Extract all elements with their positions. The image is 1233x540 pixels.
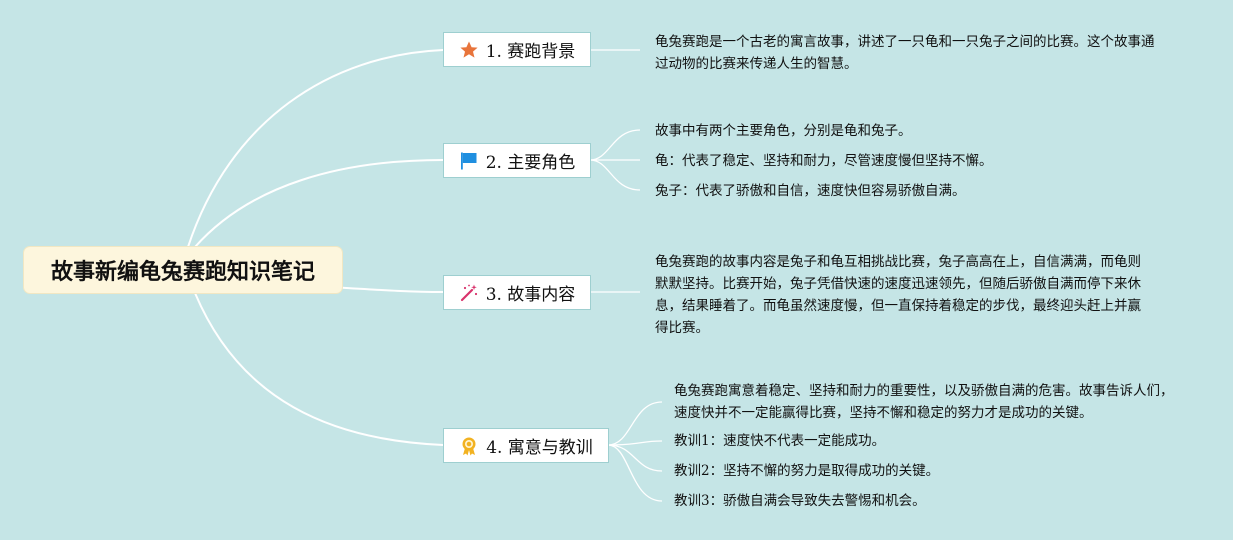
note-lesson-1: 教训1：速度快不代表一定能成功。: [674, 433, 886, 449]
topic-label: 1. 赛跑背景: [485, 42, 576, 62]
topic-label: 4. 寓意与教训: [486, 438, 593, 458]
flag-icon: [459, 151, 479, 171]
topic-characters[interactable]: 2. 主要角色: [443, 143, 591, 178]
note-characters-2: 龟：代表了稳定、坚持和耐力，尽管速度慢但坚持不懈。: [655, 153, 993, 169]
note-lesson-3: 教训3：骄傲自满会导致失去警惕和机会。: [674, 493, 926, 509]
note-characters-3: 兔子：代表了骄傲和自信，速度快但容易骄傲自满。: [655, 183, 966, 199]
magic-wand-icon: [459, 283, 479, 303]
topic-label: 3. 故事内容: [485, 285, 576, 305]
award-medal-icon: [459, 436, 479, 456]
central-topic-label: 故事新编龟兔赛跑知识笔记: [50, 260, 315, 285]
note-lesson-2: 教训2：坚持不懈的努力是取得成功的关键。: [674, 463, 940, 479]
topic-moral-lessons[interactable]: 4. 寓意与教训: [443, 428, 609, 463]
note-characters-1: 故事中有两个主要角色，分别是龟和兔子。: [655, 123, 912, 139]
central-topic[interactable]: 故事新编龟兔赛跑知识笔记: [24, 247, 342, 293]
note-story-content: 龟兔赛跑的故事内容是兔子和龟互相挑战比赛，兔子高高在上，自信满满，而龟则默默坚持…: [655, 254, 1141, 336]
note-moral: 龟兔赛跑寓意着稳定、坚持和耐力的重要性，以及骄傲自满的危害。故事告诉人们，速度快…: [674, 383, 1174, 421]
topic-label: 2. 主要角色: [485, 153, 576, 173]
note-background: 龟兔赛跑是一个古老的寓言故事，讲述了一只龟和一只兔子之间的比赛。这个故事通过动物…: [655, 34, 1155, 72]
topic-story-content[interactable]: 3. 故事内容: [443, 275, 591, 310]
star-icon: [459, 40, 479, 60]
topic-background[interactable]: 1. 赛跑背景: [443, 32, 591, 67]
